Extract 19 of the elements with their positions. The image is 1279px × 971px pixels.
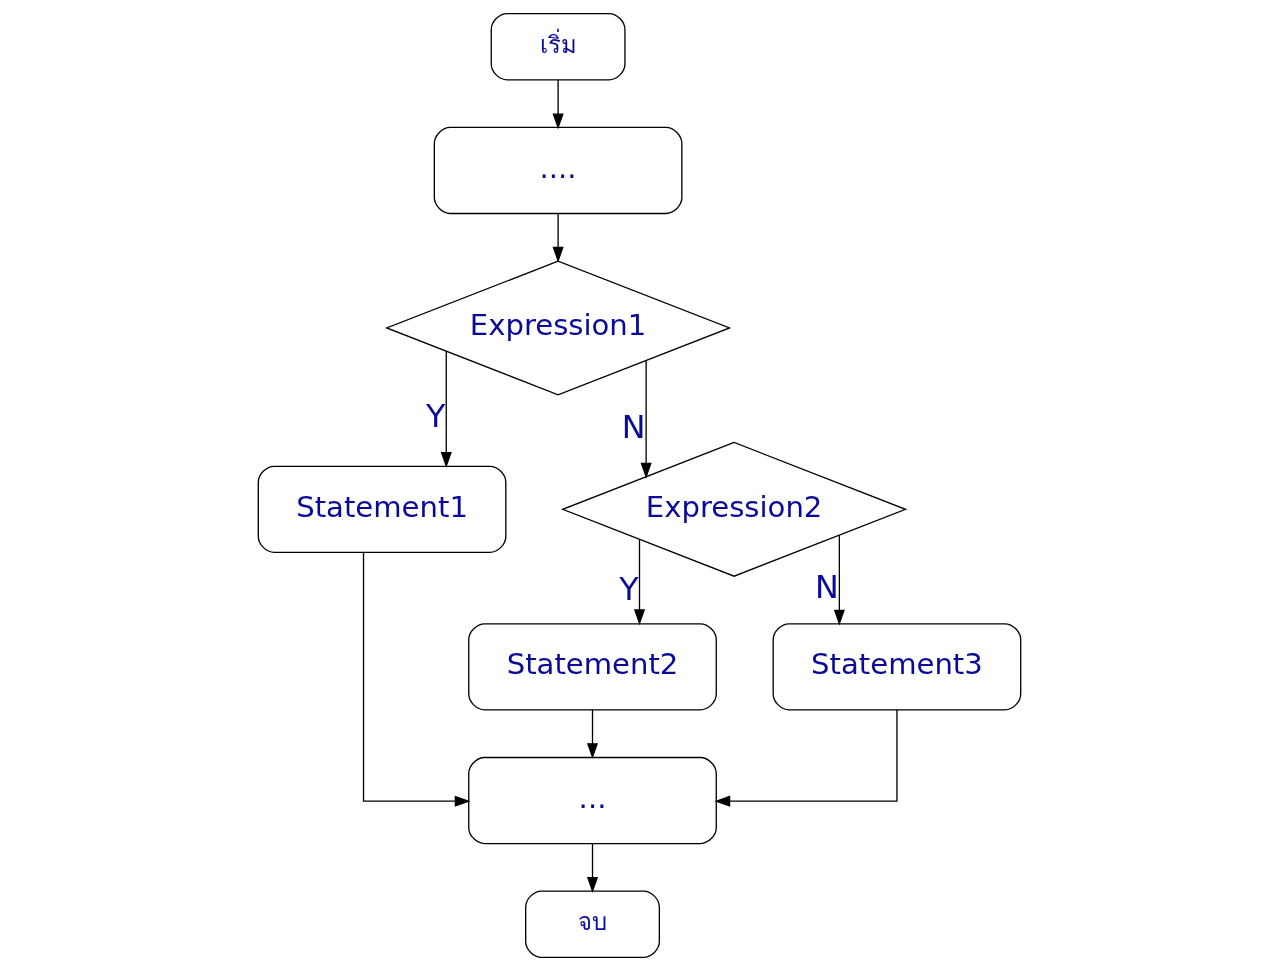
node-box: เริ่ม xyxy=(490,12,626,81)
arrow xyxy=(640,360,652,479)
node-box: Statement1 xyxy=(257,465,507,553)
edge-label: Y xyxy=(425,398,446,435)
arrow xyxy=(714,709,898,807)
node-box: จบ xyxy=(525,890,660,959)
arrow xyxy=(552,79,564,130)
node-box: Statement2 xyxy=(468,623,717,711)
node-box: .... xyxy=(433,126,683,215)
arrow xyxy=(633,538,646,626)
node-diamond: Expression1 xyxy=(384,260,732,396)
arrow xyxy=(833,534,845,626)
node-box: Statement3 xyxy=(772,623,1022,711)
arrow xyxy=(586,843,599,893)
arrow xyxy=(552,212,564,263)
arrow xyxy=(440,350,452,468)
arrow xyxy=(362,551,471,807)
arrow xyxy=(586,709,599,760)
node-box: ... xyxy=(468,756,717,845)
